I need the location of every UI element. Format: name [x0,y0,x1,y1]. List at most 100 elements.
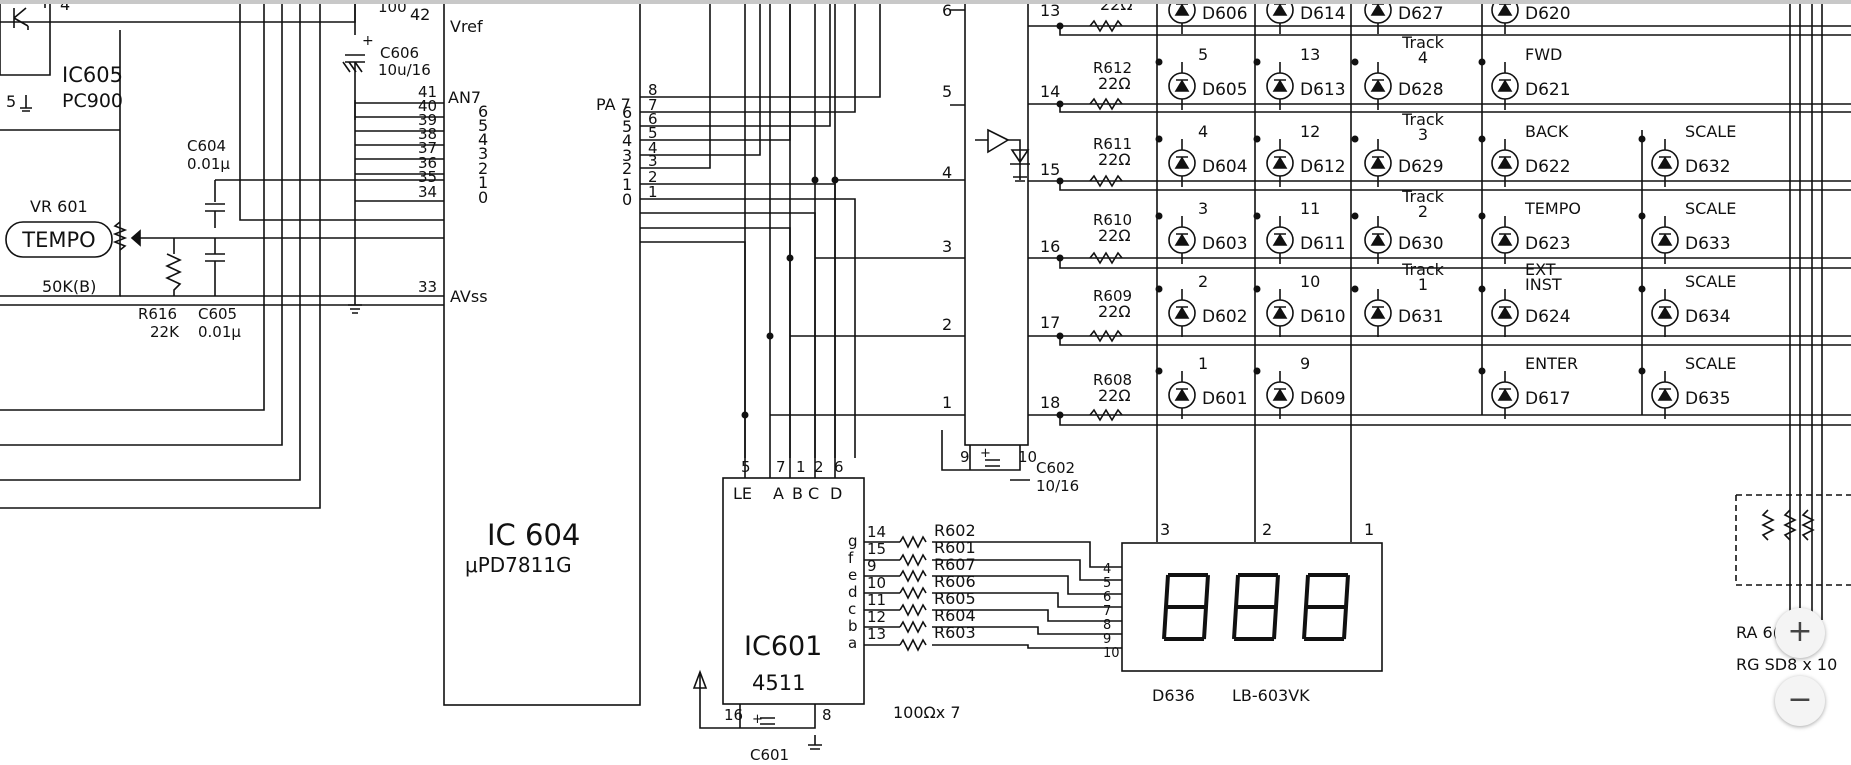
driver-pin-number: 14 [1040,82,1060,101]
zoom-out-button[interactable]: − [1775,676,1825,726]
led-d614 [1266,0,1294,34]
led-d624 [1491,289,1519,337]
led-function-label: Track [1401,33,1445,52]
led-part-name: D601 [1202,389,1248,409]
pa-bit-label: 6 [622,103,632,122]
row-resistor-value: 22Ω [1098,302,1131,321]
junction-dot [1351,58,1359,66]
led-d634 [1651,289,1679,337]
an-bit-label: 2 [478,159,488,178]
display-pin-number: 3 [1160,520,1170,539]
led-d632 [1651,139,1679,187]
led-function-label: 5 [1198,45,1208,64]
led-part-name: D614 [1300,4,1346,24]
driver-pin-number: 18 [1040,393,1060,412]
driver-pin-number: 6 [942,1,952,20]
led-d609 [1266,371,1294,419]
an-pin-number: 34 [418,183,437,201]
an-port-title: AN7 [448,88,481,107]
c602-polarity: + [980,446,991,461]
an-bit-label: 0 [478,188,488,207]
led-d621 [1491,62,1519,110]
pa-bit-label: 5 [622,117,632,136]
led-part-name: D629 [1398,157,1444,177]
led-d628 [1364,62,1392,110]
display-pin-number: 10 [1103,646,1120,661]
junction-dot [1478,212,1486,220]
zoom-in-button[interactable]: + [1775,608,1825,658]
led-function-label: Track [1401,187,1445,206]
vr601-value: 50K(B) [42,277,96,296]
c606-pin-label: 100 [378,0,407,16]
segment-resistor-note: 100Ωx 7 [893,703,961,722]
avss-pin-number: 33 [418,278,437,296]
led-part-name: D603 [1202,234,1248,254]
edge-label-ra: RA 6( [1736,623,1779,642]
avss-label: AVss [450,287,488,306]
led-function-label: EXT [1525,260,1556,279]
pa-bit-label: 0 [622,190,632,209]
pa-bit-label: 1 [622,175,632,194]
led-d610 [1266,289,1294,337]
tempo-pot-outline [5,221,113,258]
led-function-label: 2 [1198,272,1208,291]
junction-dot [1478,367,1486,375]
display-pin-number: 1 [1364,520,1374,539]
ic601-segment-pin: 10 [867,574,886,592]
junction-dot [1351,212,1359,220]
ic601-part: 4511 [752,671,805,695]
led-function-label: 4 [1418,48,1428,67]
ic601-pin-number: 6 [834,458,844,476]
display-name: D636 [1152,686,1195,705]
ic601-segment-pin: 14 [867,523,886,541]
an-pin-number: 38 [418,125,437,143]
led-d630 [1364,216,1392,264]
c602-pin-label: 9 [960,448,970,466]
pa-bit-label: 2 [622,159,632,178]
top-edge-bar [0,0,1851,4]
led-d631 [1364,289,1392,337]
led-part-name: D612 [1300,157,1346,177]
pa-pin-number: 1 [648,183,658,201]
display-pin-number: 9 [1103,632,1111,647]
ic604-name: IC 604 [487,518,580,552]
junction-dot [1056,22,1064,30]
led-part-name: D627 [1398,4,1444,24]
ic601-segment-pin: 12 [867,608,886,626]
ic601-segment-label: c [848,600,856,618]
row-resistor-name: R611 [1093,135,1132,153]
ic601-pin-number: 1 [796,458,806,476]
an-bit-label: 3 [478,144,488,163]
junction-dot [1478,135,1486,143]
driver-pin-number: 13 [1040,1,1060,20]
led-part-name: D622 [1525,157,1571,177]
ic601-segment-pin: 11 [867,591,886,609]
pa-pin-number: 5 [648,124,658,142]
junction-dot [1155,58,1163,66]
led-function-label: 1 [1198,354,1208,373]
junction-dot [1638,367,1646,375]
ic601-pin-number: 5 [741,458,751,476]
an-pin-number: 36 [418,154,437,172]
display-pin-number: 5 [1103,576,1111,591]
c602-value: 10/16 [1036,477,1079,495]
led-part-name: D620 [1525,4,1571,24]
led-function-label: ENTER [1525,354,1578,373]
led-d635 [1651,371,1679,419]
junction-dot [1638,212,1646,220]
row-resistor-value: 22Ω [1098,74,1131,93]
ic605-name: IC605 [62,63,123,87]
ic605-pin-label: 5 [6,92,16,111]
display-pin-number: 7 [1103,604,1111,619]
tempo-pot-symbol [112,221,128,251]
junction-dot [1638,135,1646,143]
led-part-name: D631 [1398,307,1444,327]
led-d611 [1266,216,1294,264]
junction-dot [1351,135,1359,143]
led-d606 [1168,0,1196,34]
led-function-label: SCALE [1685,122,1736,141]
led-function-label: Track [1401,260,1445,279]
led-function-label: 12 [1300,122,1320,141]
led-d633 [1651,216,1679,264]
